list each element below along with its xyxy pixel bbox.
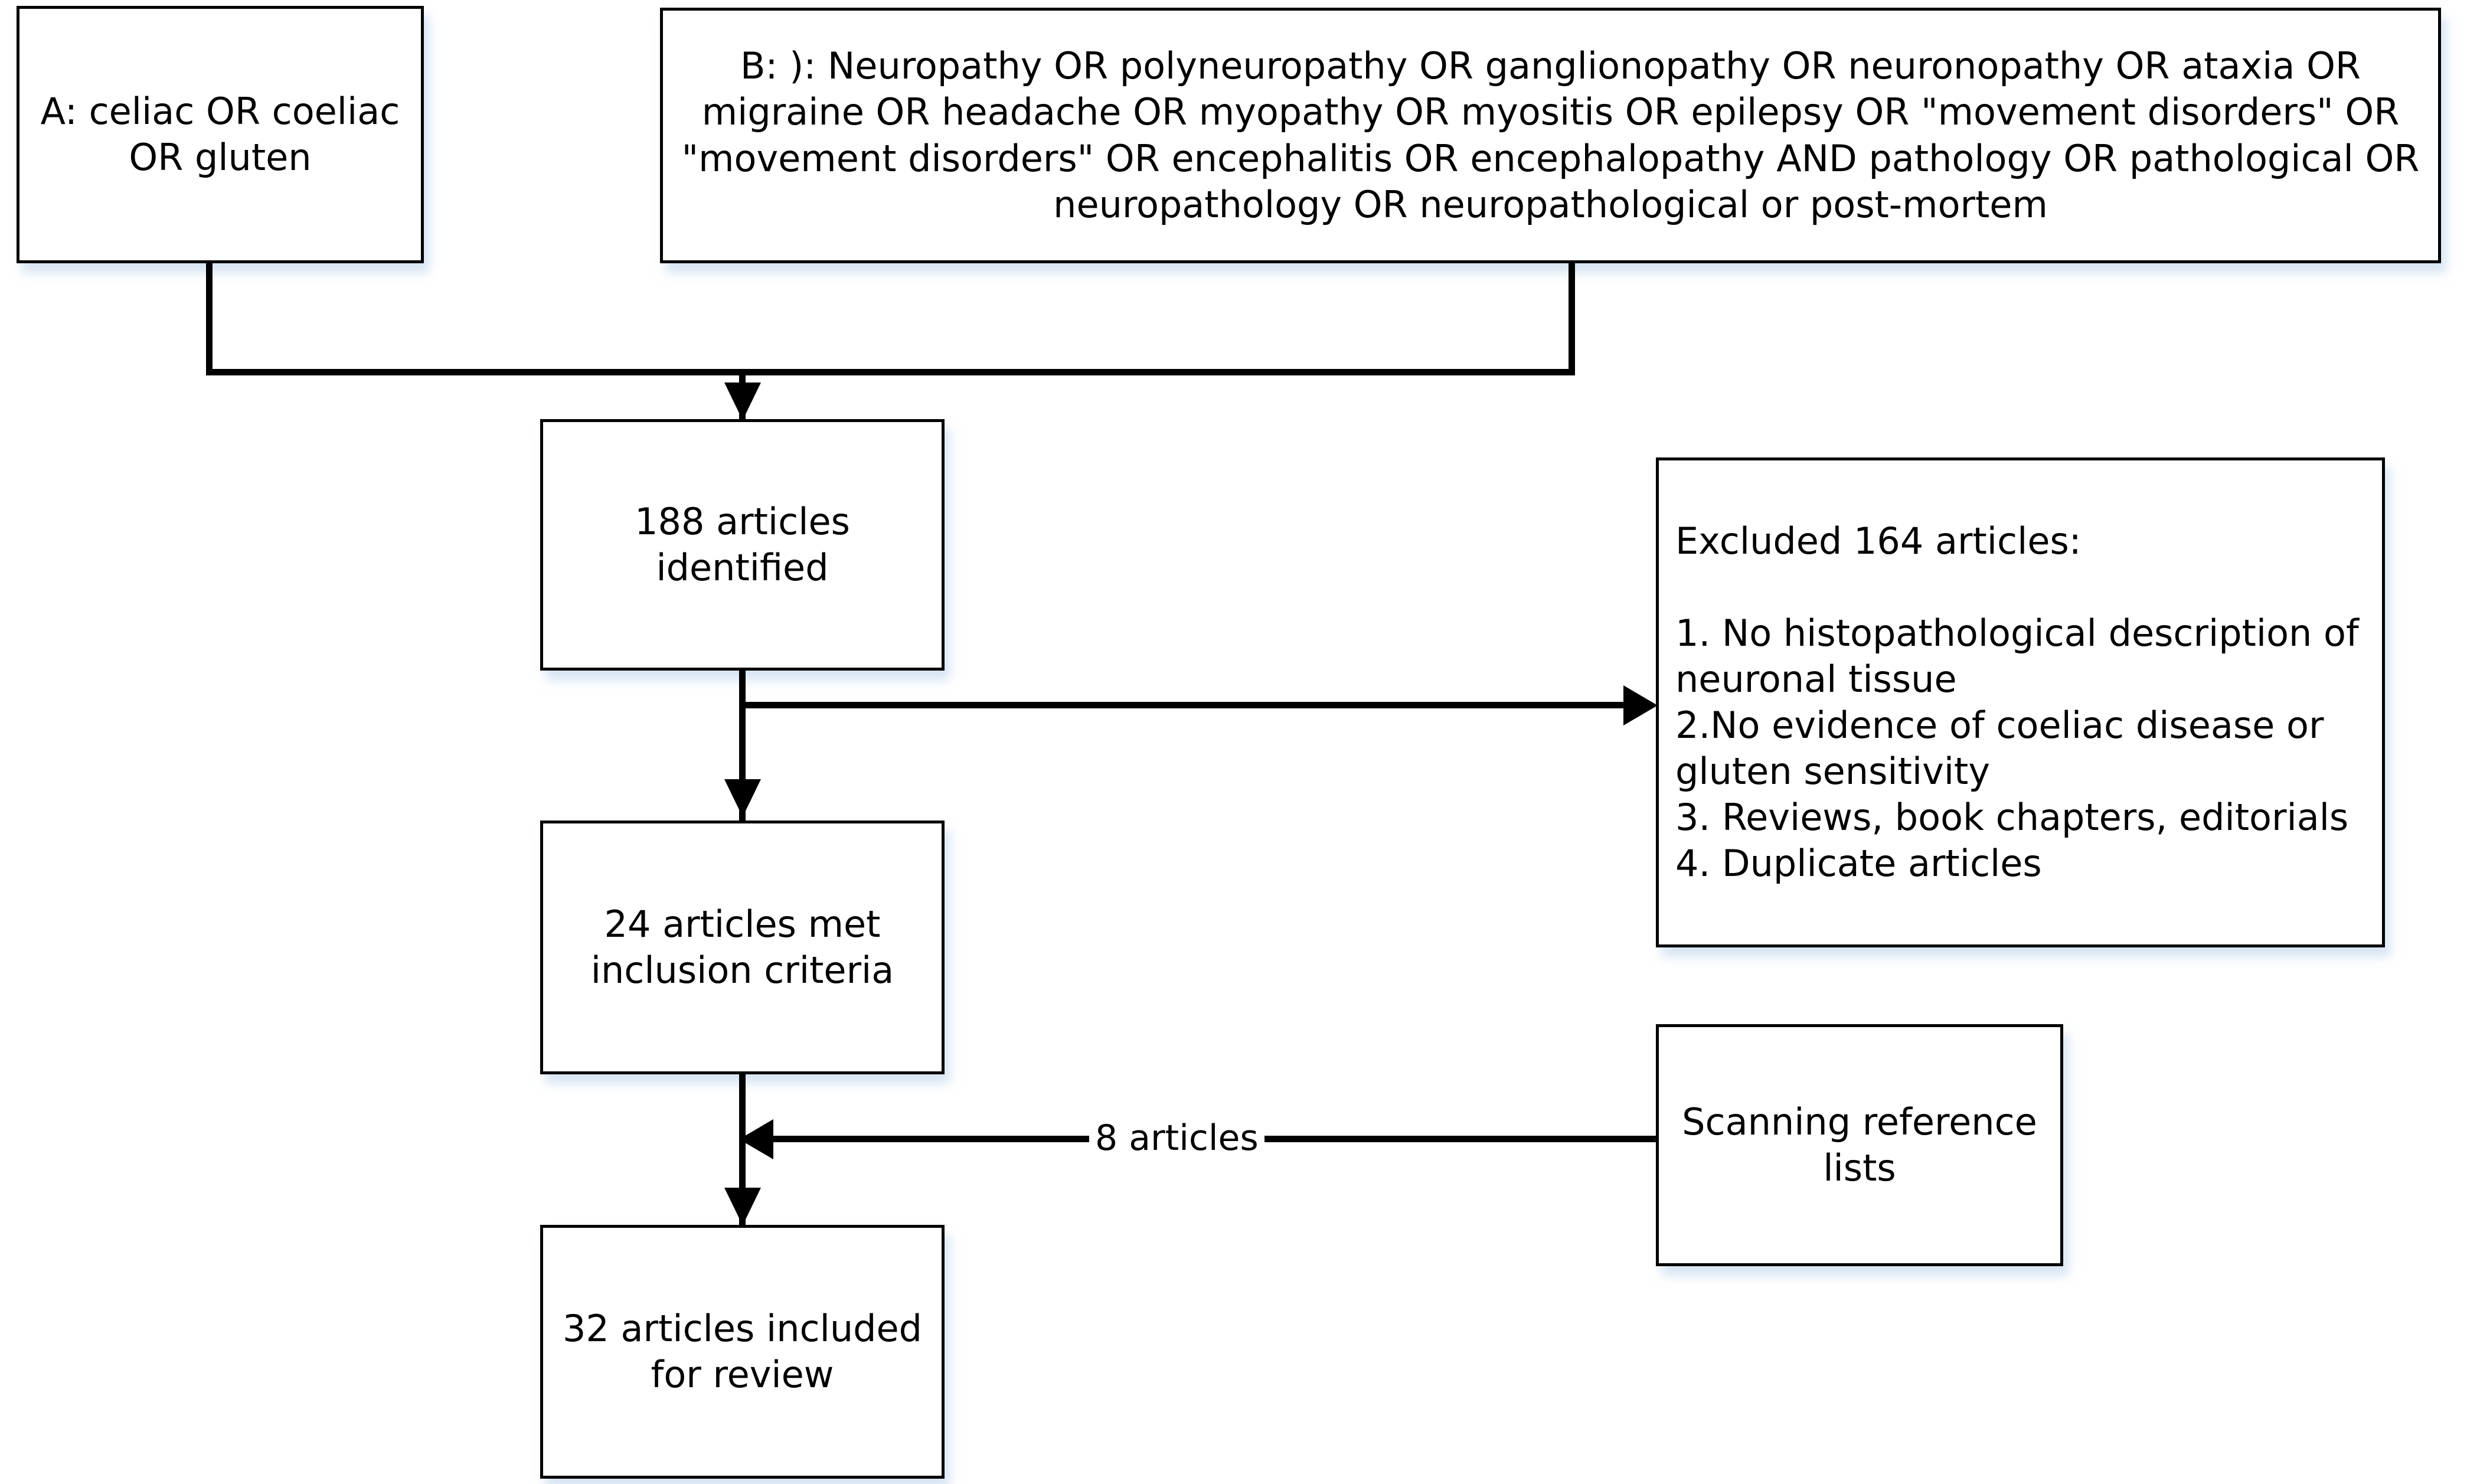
node-excluded-articles-label: Excluded 164 articles: 1. No histopathol…: [1675, 519, 2359, 885]
connector-identified-to-excluded: [739, 702, 1628, 708]
node-excluded-articles: Excluded 164 articles: 1. No histopathol…: [1656, 457, 2385, 947]
connector-b-stem: [1569, 263, 1575, 375]
connector-a-stem: [206, 263, 213, 375]
node-search-term-b-label: B: ): Neuropathy OR polyneuropathy OR ga…: [681, 44, 2420, 226]
arrowhead-into-flow-spine: [739, 1119, 773, 1159]
connector-ab-join-bar: [206, 369, 1575, 375]
node-search-term-a: A: celiac OR coeliac OR gluten: [17, 6, 424, 263]
node-search-term-b: B: ): Neuropathy OR polyneuropathy OR ga…: [660, 8, 2441, 263]
arrowhead-into-identified: [724, 383, 761, 420]
node-met-inclusion-criteria-label: 24 articles met inclusion criteria: [590, 902, 894, 992]
node-articles-included: 32 articles included for review: [540, 1225, 945, 1479]
node-articles-included-label: 32 articles included for review: [562, 1306, 923, 1396]
edge-label-eight-articles: 8 articles: [1089, 1119, 1264, 1157]
node-search-term-a-label: A: celiac OR coeliac OR gluten: [40, 89, 400, 179]
arrowhead-into-met-criteria: [724, 779, 761, 817]
node-articles-identified: 188 articles identified: [540, 419, 945, 671]
node-scanning-reference-lists-label: Scanning reference lists: [1682, 1100, 2037, 1189]
node-scanning-reference-lists: Scanning reference lists: [1656, 1024, 2063, 1266]
node-articles-identified-label: 188 articles identified: [635, 499, 850, 589]
arrowhead-into-excluded: [1623, 685, 1658, 725]
connector-identified-to-met: [739, 669, 746, 834]
arrowhead-into-included: [724, 1188, 761, 1225]
node-met-inclusion-criteria: 24 articles met inclusion criteria: [540, 821, 945, 1074]
